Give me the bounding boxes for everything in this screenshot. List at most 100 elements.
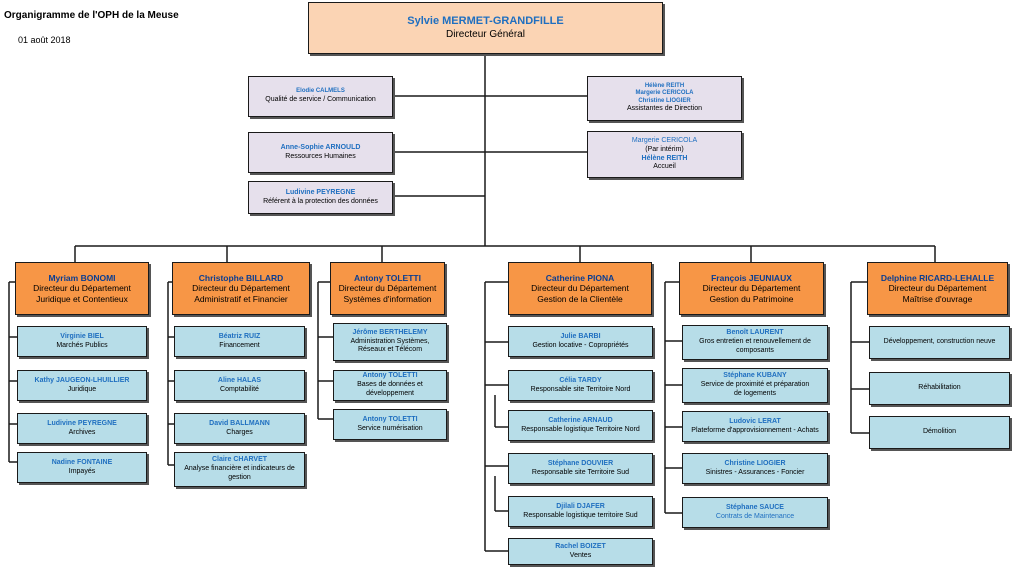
dept-role: Gestion du Patrimoine xyxy=(709,293,794,304)
unit-role: Juridique xyxy=(67,385,97,393)
unit-box: Virginie BIEL Marchés Publics xyxy=(17,326,147,357)
unit-name: Célia TARDY xyxy=(559,376,602,384)
unit-role: Administration Systèmes, Réseaux et Télé… xyxy=(350,337,430,354)
dept-box-maitrise-ouvrage: Delphine RICARD-LEHALLE Directeur du Dép… xyxy=(867,262,1008,315)
dept-head-name: Delphine RICARD-LEHALLE xyxy=(880,272,995,283)
unit-box: Ludivine PEYREGNE Archives xyxy=(17,413,147,444)
unit-box: Christine LIOGIER Sinistres - Assurances… xyxy=(682,453,828,484)
staff-name: Ludivine PEYREGNE xyxy=(285,188,356,196)
unit-role: Développement, construction neuve xyxy=(883,338,996,346)
dept-head-name: Myriam BONOMI xyxy=(48,272,116,283)
unit-role: Gestion locative - Copropriétés xyxy=(532,341,629,349)
page-title: Organigramme de l'OPH de la Meuse xyxy=(4,10,179,21)
accueil-name: Hélène REITH xyxy=(641,154,688,162)
unit-role: Responsable logistique territoire Sud xyxy=(523,511,638,519)
page-date: 01 août 2018 xyxy=(18,35,71,45)
assistant-name: Margerie CERICOLA xyxy=(635,90,694,97)
staff-box-rh: Anne-Sophie ARNOULD Ressources Humaines xyxy=(248,132,393,173)
unit-box: Julie BARBI Gestion locative - Coproprié… xyxy=(508,326,653,357)
dept-head-name: Christophe BILLARD xyxy=(198,272,284,283)
unit-name: Rachel BOIZET xyxy=(555,542,606,550)
unit-box: Catherine ARNAUD Responsable logistique … xyxy=(508,410,653,441)
assistants-box: Hélène REITH Margerie CERICOLA Christine… xyxy=(587,76,742,121)
unit-role: Comptabilité xyxy=(220,385,259,393)
assistants-role: Assistantes de Direction xyxy=(626,105,703,113)
accueil-role: Accueil xyxy=(653,163,676,171)
unit-name: Stéphane DOUVIER xyxy=(547,459,614,467)
unit-box: Antony TOLETTI Service numérisation xyxy=(333,409,447,440)
unit-role: Bases de données et développement xyxy=(357,381,423,397)
assistant-name: Christine LIOGIER xyxy=(638,97,691,104)
dept-box-clientele: Catherine PIONA Directeur du Département… xyxy=(508,262,652,315)
unit-role: Plateforme d'approvisionnement - Achats xyxy=(691,426,819,434)
dept-head-name: François JEUNIAUX xyxy=(711,272,792,283)
director-name: Sylvie MERMET-GRANDFILLE xyxy=(407,14,564,27)
unit-name: Djilali DJAFER xyxy=(556,502,605,510)
unit-role: Démolition xyxy=(922,428,957,436)
unit-box: Rachel BOIZET Ventes xyxy=(508,538,653,565)
unit-box: Benoît LAURENT Gros entretien et renouve… xyxy=(682,325,828,360)
accueil-name: Margerie CERICOLA xyxy=(631,137,698,144)
dept-role: Maîtrise d'ouvrage xyxy=(902,293,973,304)
staff-role: Ressources Humaines xyxy=(285,152,356,160)
staff-role: Référent à la protection des données xyxy=(263,197,378,205)
unit-name: Antony TOLETTI xyxy=(362,415,418,423)
dept-role: Directeur du Département xyxy=(531,283,629,294)
unit-name: Aline HALAS xyxy=(217,376,262,384)
accueil-note: (Par intérim) xyxy=(645,145,684,153)
dept-role: Directeur du Département xyxy=(702,283,801,294)
director-role: Directeur Général xyxy=(446,28,525,40)
unit-box: Célia TARDY Responsable site Territoire … xyxy=(508,370,653,401)
unit-box: Démolition xyxy=(869,416,1010,449)
dept-box-patrimoine: François JEUNIAUX Directeur du Départeme… xyxy=(679,262,824,315)
dept-role: Systèmes d'information xyxy=(343,293,432,304)
unit-role: Marchés Publics xyxy=(56,341,108,349)
unit-role: Responsable site Territoire Nord xyxy=(530,385,631,393)
dept-head-name: Antony TOLETTI xyxy=(354,272,421,283)
unit-box: Développement, construction neuve xyxy=(869,326,1010,359)
dept-role: Directeur du Département xyxy=(192,283,290,294)
unit-role: Service numérisation xyxy=(357,424,423,432)
unit-name: Ludivine PEYREGNE xyxy=(47,419,117,427)
unit-role: Gros entretien et renouvellement de comp… xyxy=(699,338,811,354)
unit-role: Charges xyxy=(226,428,253,436)
dept-role: Directeur du Département xyxy=(888,283,987,294)
staff-role: Qualité de service / Communication xyxy=(265,95,376,103)
assistant-name: Hélène REITH xyxy=(644,82,685,89)
dept-box-administratif: Christophe BILLARD Directeur du Départem… xyxy=(172,262,310,315)
unit-name: Ludovic LERAT xyxy=(729,417,781,425)
unit-box: Nadine FONTAINE Impayés xyxy=(17,452,147,483)
unit-box: Aline HALAS Comptabilité xyxy=(174,370,305,401)
accueil-box: Margerie CERICOLA (Par intérim) Hélène R… xyxy=(587,131,742,178)
unit-name: Claire CHARVET xyxy=(211,456,268,464)
dept-role: Directeur du Département xyxy=(338,283,437,294)
dept-role: Administratif et Financier xyxy=(194,293,288,304)
unit-name: Stéphane SAUCE xyxy=(726,503,784,511)
director-box: Sylvie MERMET-GRANDFILLE Directeur Génér… xyxy=(308,2,663,54)
unit-name: David BALLMANN xyxy=(209,419,270,427)
staff-box-communication: Elodie CALMELS Qualité de service / Comm… xyxy=(248,76,393,117)
unit-name: Antony TOLETTI xyxy=(362,372,418,380)
staff-name: Anne-Sophie ARNOULD xyxy=(280,143,361,151)
dept-head-name: Catherine PIONA xyxy=(545,272,615,283)
dept-box-juridique: Myriam BONOMI Directeur du Département J… xyxy=(15,262,149,315)
unit-role: Archives xyxy=(68,428,96,436)
unit-box: Kathy JAUGEON-LHUILLIER Juridique xyxy=(17,370,147,401)
unit-box: Stéphane KUBANY Service de proximité et … xyxy=(682,368,828,403)
unit-box: Béatriz RUIZ Financement xyxy=(174,326,305,357)
unit-role: Ventes xyxy=(569,551,592,559)
unit-box: Stéphane SAUCE Contrats de Maintenance xyxy=(682,497,828,528)
unit-role: Analyse financière et indicateurs de ges… xyxy=(184,465,295,481)
staff-box-dpo: Ludivine PEYREGNE Référent à la protecti… xyxy=(248,181,393,214)
unit-name: Stéphane KUBANY xyxy=(723,372,787,380)
unit-name: Julie BARBI xyxy=(560,332,601,340)
unit-box: Jérôme BERTHELEMY Administration Système… xyxy=(333,323,447,361)
unit-box: Stéphane DOUVIER Responsable site Territ… xyxy=(508,453,653,484)
dept-role: Juridique et Contentieux xyxy=(36,293,128,304)
unit-role: Réhabilitation xyxy=(918,384,961,392)
dept-box-si: Antony TOLETTI Directeur du Département … xyxy=(330,262,445,315)
unit-box: David BALLMANN Charges xyxy=(174,413,305,444)
unit-box: Claire CHARVET Analyse financière et ind… xyxy=(174,452,305,487)
unit-name: Catherine ARNAUD xyxy=(548,416,613,424)
